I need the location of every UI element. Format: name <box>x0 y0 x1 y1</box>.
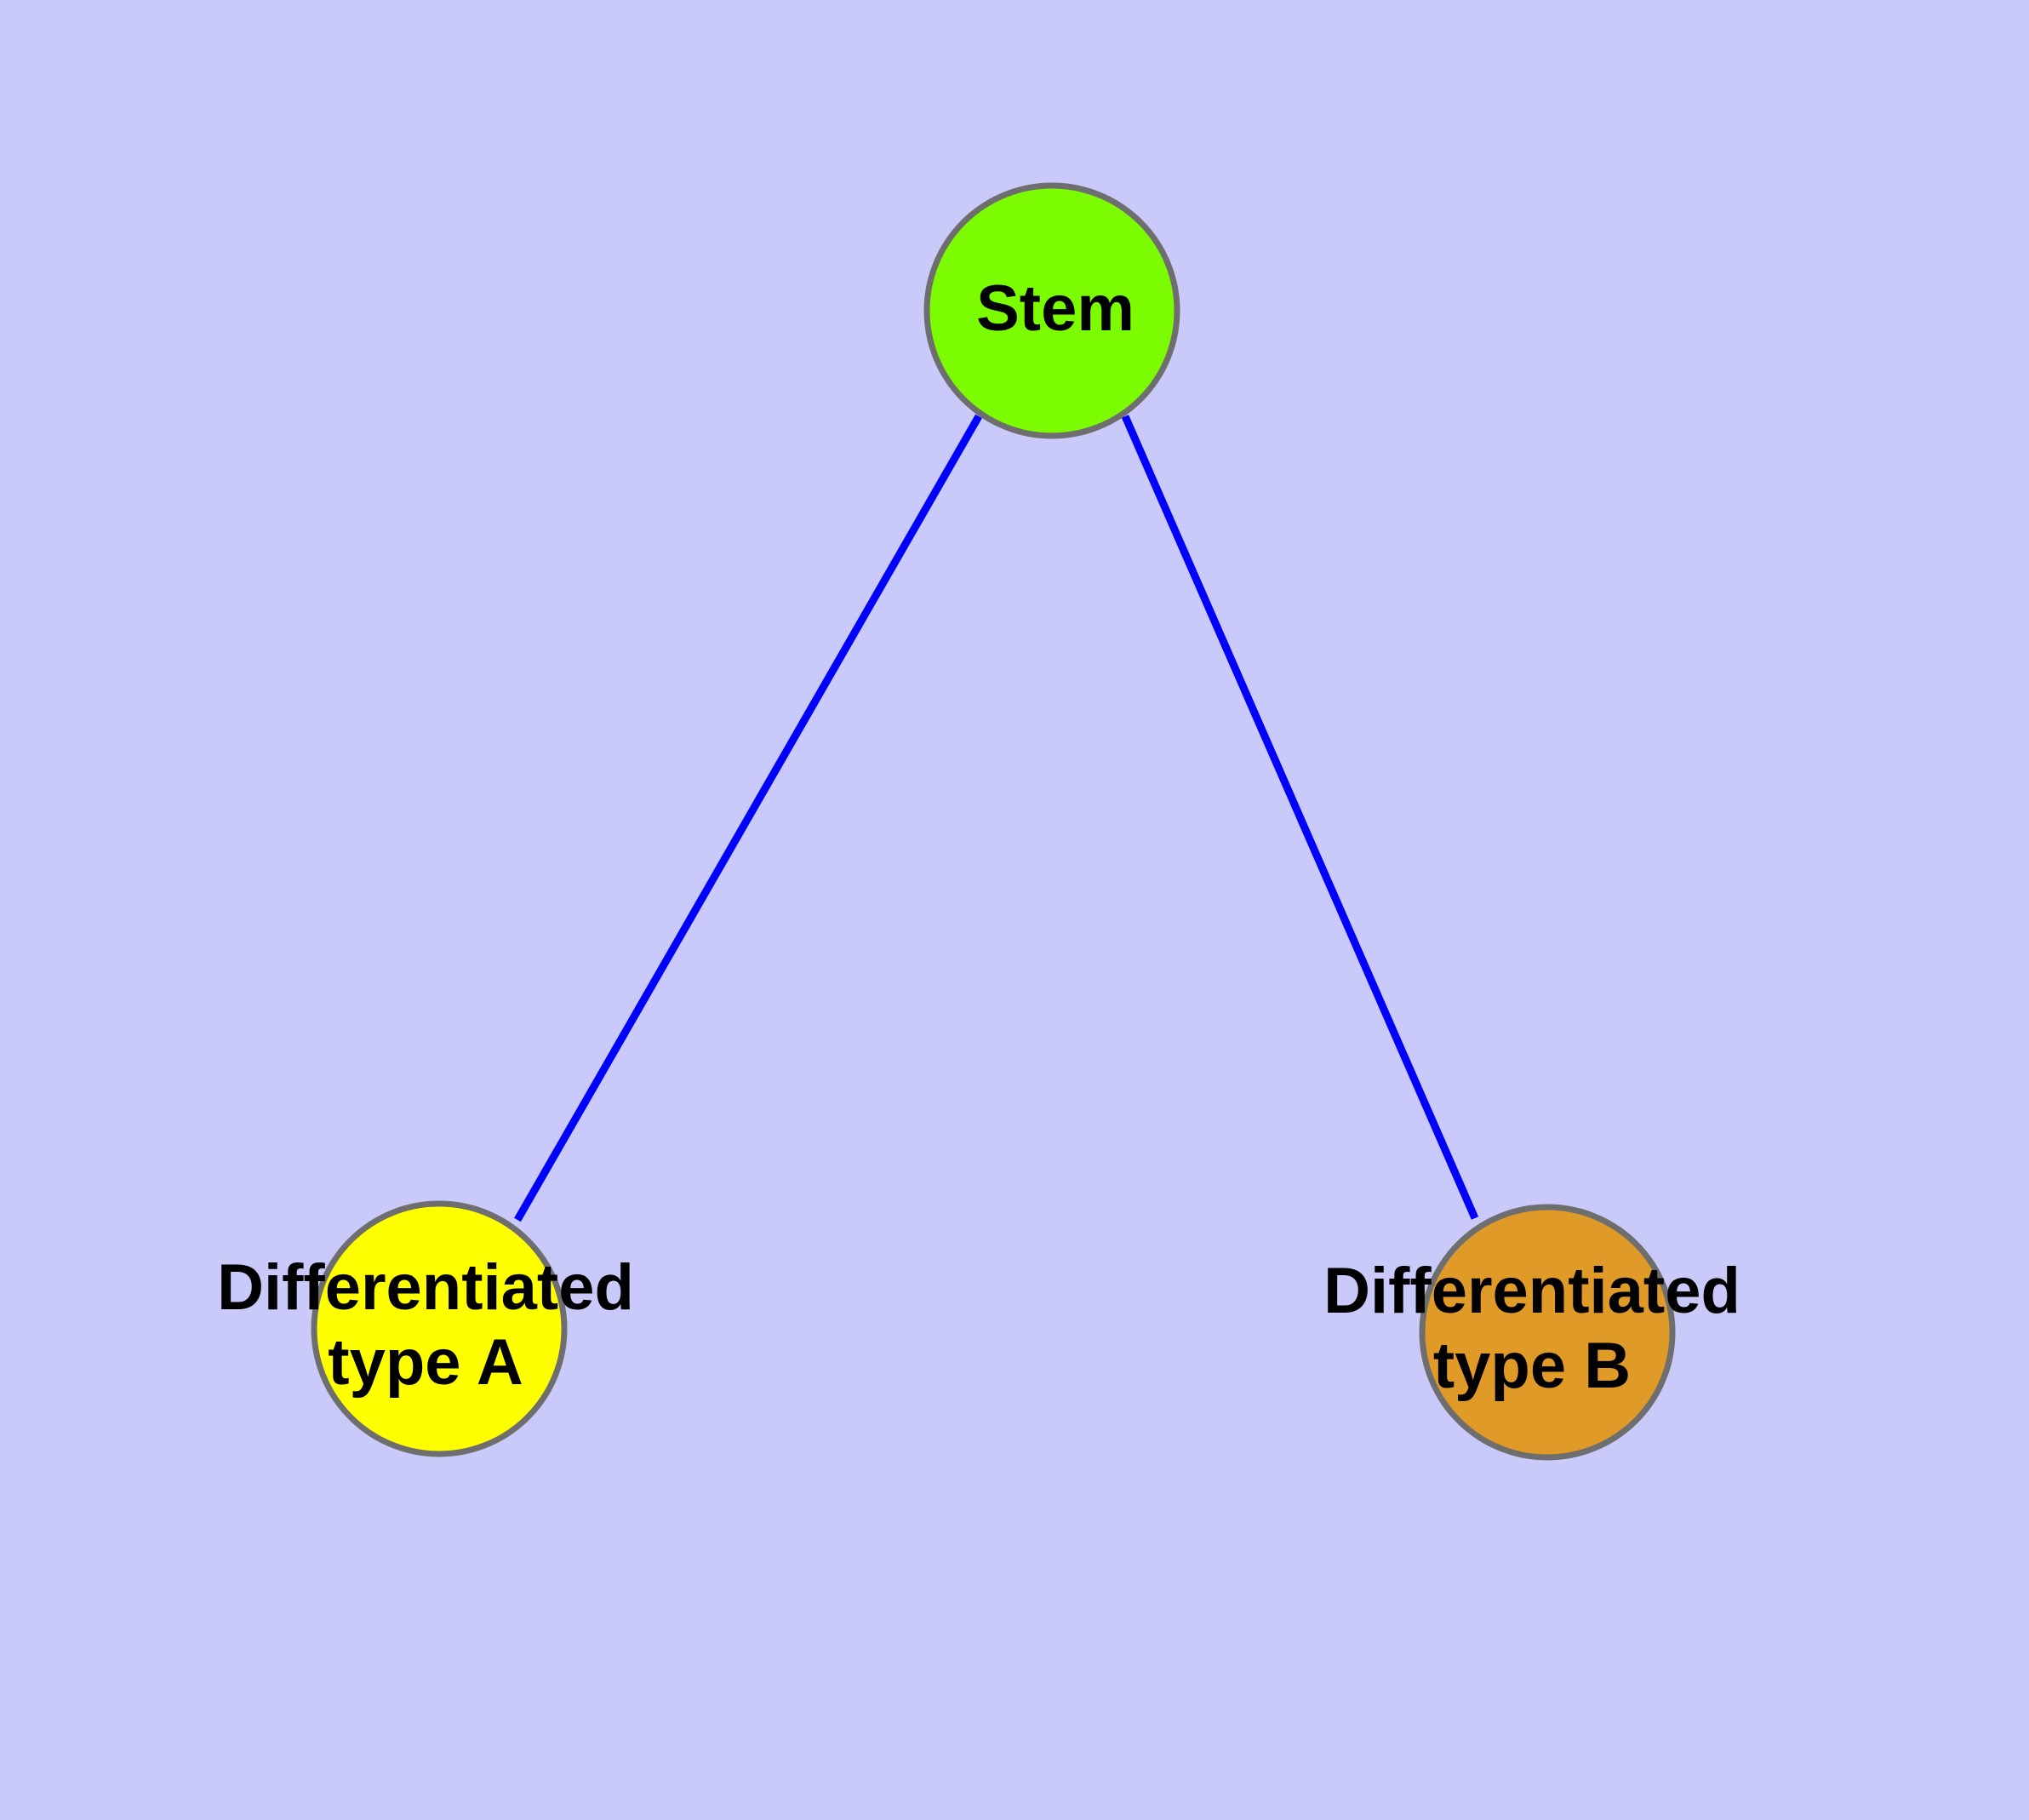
node-differentiated-type-b-circle[interactable] <box>1419 1204 1676 1461</box>
edge-stem-to-differentiated-type-a[interactable] <box>514 414 982 1222</box>
node-stem[interactable]: Stem <box>923 182 1180 439</box>
node-differentiated-type-a-circle[interactable] <box>311 1200 568 1457</box>
edge-stem-to-differentiated-type-b[interactable] <box>1121 415 1479 1220</box>
node-stem-label: Stem <box>976 272 1135 345</box>
edges-layer <box>514 414 1479 1222</box>
node-stem-circle[interactable] <box>923 182 1180 439</box>
